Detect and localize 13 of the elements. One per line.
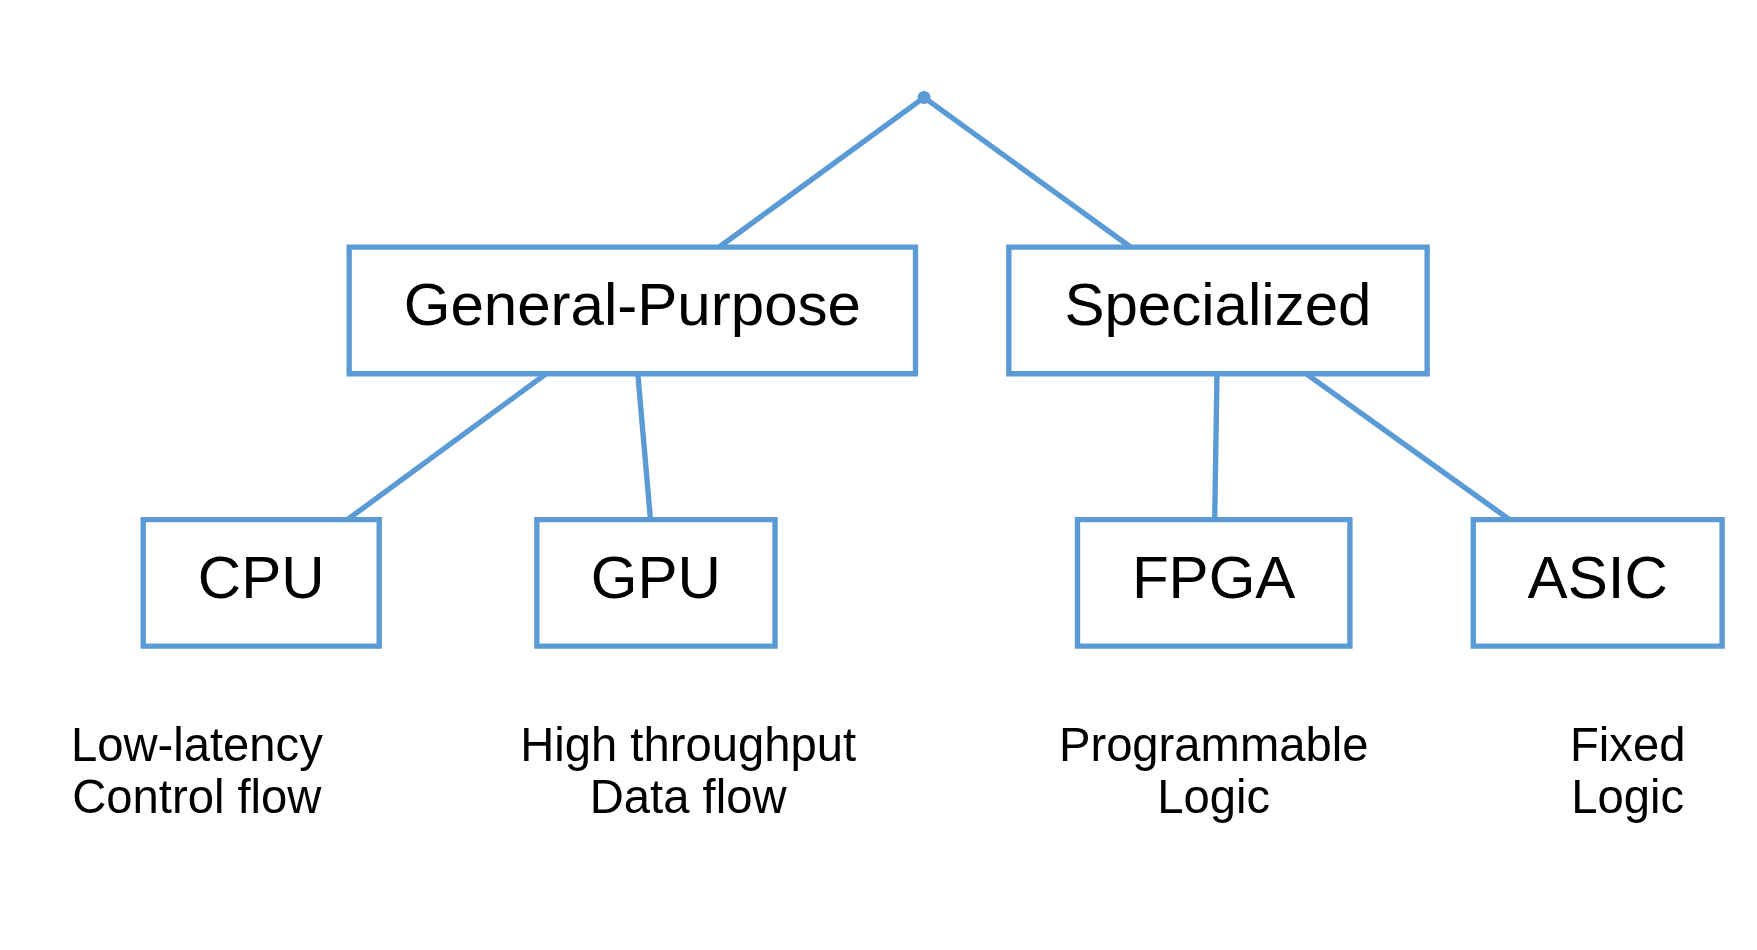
node-box: FPGA [1074, 516, 1353, 649]
node-box: GPU [534, 516, 778, 649]
connector [635, 374, 654, 520]
node-point [917, 90, 931, 104]
node-box: Specialized [1006, 244, 1430, 377]
node-box: General-Purpose [346, 244, 919, 377]
node-box: CPU [140, 516, 382, 649]
node-label: Low-latency Control flow [70, 718, 323, 823]
node-box: ASIC [1470, 516, 1725, 649]
node-label: High throughput Data flow [520, 718, 857, 823]
node-label: Fixed Logic [1570, 718, 1686, 823]
connector [1212, 374, 1220, 520]
node-label: Programmable Logic [1058, 718, 1369, 823]
